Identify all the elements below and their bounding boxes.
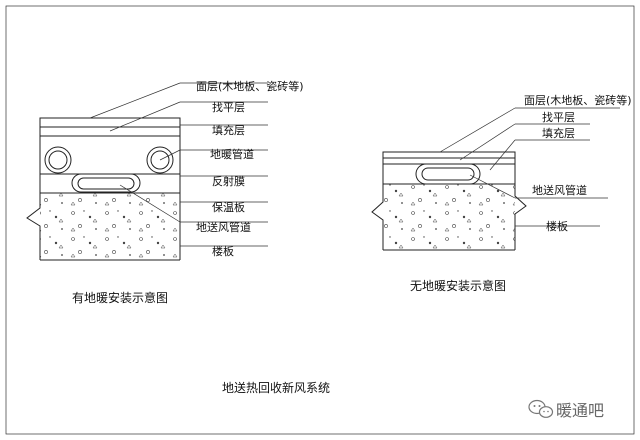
label-filler-layer-2: 填充层 bbox=[542, 126, 575, 140]
label-air-duct-1: 地送风管道 bbox=[196, 220, 251, 234]
caption-2: 无地暖安装示意图 bbox=[410, 278, 506, 293]
label-surface-layer-2: 面层(木地板、瓷砖等) bbox=[524, 93, 632, 107]
air-duct-2 bbox=[415, 163, 481, 185]
watermark: 暖通吧 bbox=[528, 399, 604, 420]
label-reflective-film: 反射膜 bbox=[212, 174, 245, 188]
heating-pipe-right bbox=[146, 146, 174, 174]
surface-layer-1 bbox=[39, 117, 181, 128]
slab-1 bbox=[40, 193, 180, 260]
diagram-without-floor-heating: 面层(木地板、瓷砖等) 找平层 填充层 地送风管道 楼板 无地暖安装示意图 bbox=[371, 93, 632, 293]
label-leveling-layer-1: 找平层 bbox=[212, 100, 245, 114]
air-duct-1 bbox=[71, 173, 141, 193]
leveling-layer-1 bbox=[39, 126, 181, 137]
air-duct-2-inner bbox=[421, 167, 475, 181]
surface-layer-2 bbox=[382, 151, 516, 159]
break-line-2 bbox=[371, 152, 384, 250]
slab-2 bbox=[383, 184, 515, 250]
system-title: 地送热回收新风系统 bbox=[222, 380, 330, 395]
filler-layer-2 bbox=[382, 163, 516, 185]
label-filler-layer-1: 填充层 bbox=[212, 123, 245, 137]
label-slab-2: 楼板 bbox=[546, 219, 568, 233]
label-insulation: 保温板 bbox=[212, 200, 245, 214]
air-duct-1-inner bbox=[77, 177, 135, 190]
insulation-layer-1 bbox=[39, 173, 181, 194]
right-break-2 bbox=[514, 152, 527, 250]
label-surface-layer-1: 面层(木地板、瓷砖等) bbox=[196, 79, 304, 93]
label-slab-1: 楼板 bbox=[212, 244, 234, 258]
leveling-layer-2 bbox=[382, 157, 516, 165]
outer-frame bbox=[5, 5, 635, 435]
label-heating-pipe: 地暖管道 bbox=[210, 147, 254, 161]
heating-pipe-right-inner bbox=[150, 150, 170, 170]
heating-pipe-left-inner bbox=[48, 150, 68, 170]
caption-1: 有地暖安装示意图 bbox=[72, 290, 168, 305]
label-leveling-layer-2: 找平层 bbox=[542, 110, 575, 124]
break-line-1 bbox=[26, 118, 41, 260]
wechat-icon bbox=[528, 399, 554, 418]
diagram-with-floor-heating: 面层(木地板、瓷砖等) 找平层 填充层 地暖管道 反射膜 保温板 地送风管道 楼… bbox=[26, 79, 304, 305]
heating-pipe-left bbox=[44, 146, 72, 174]
label-air-duct-2: 地送风管道 bbox=[532, 183, 587, 197]
watermark-text: 暖通吧 bbox=[556, 401, 604, 420]
